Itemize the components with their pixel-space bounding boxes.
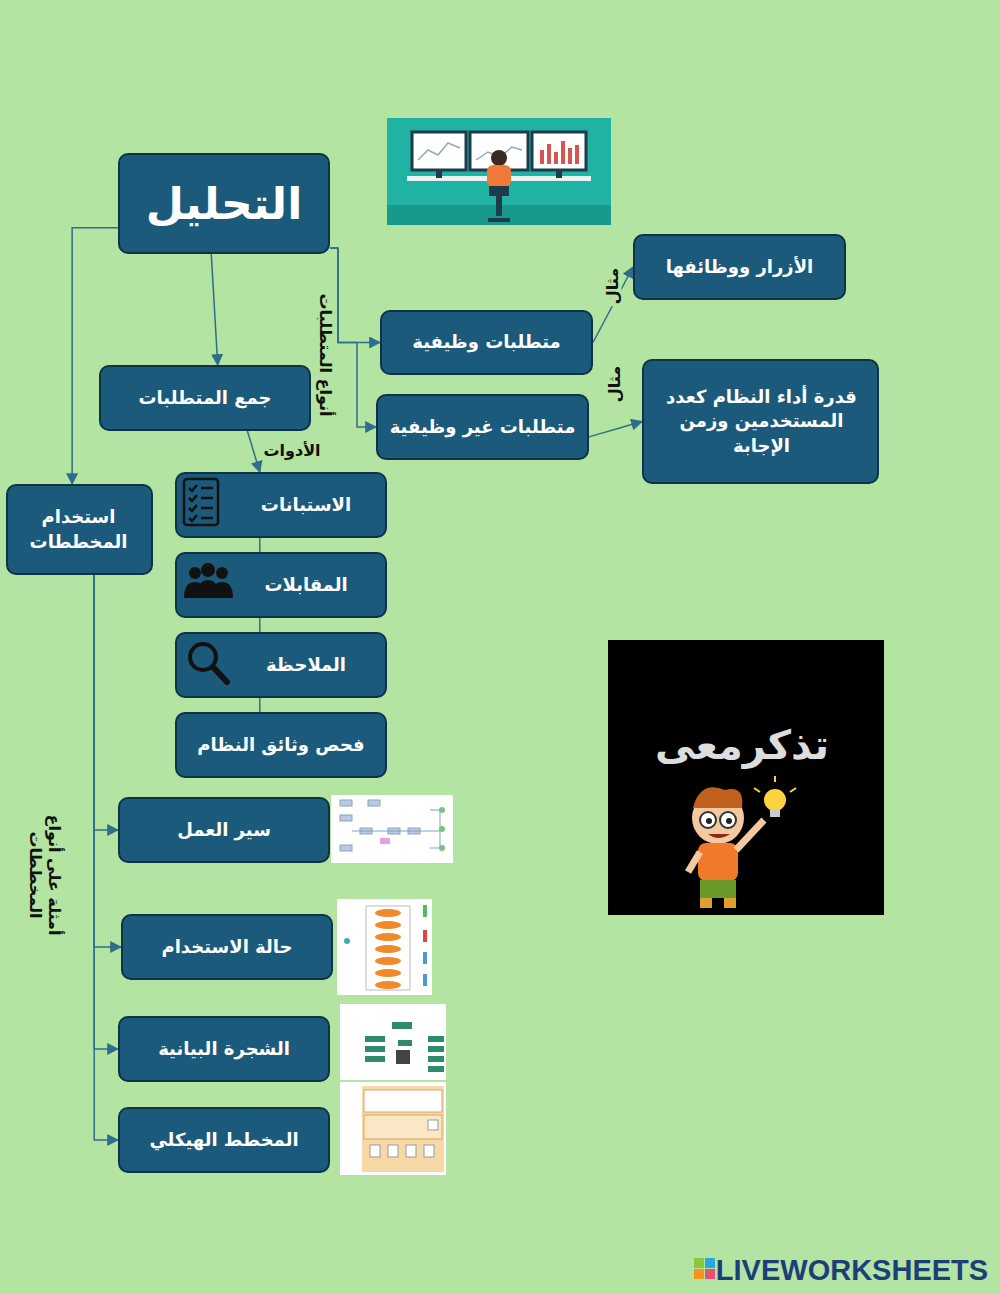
connector — [259, 698, 261, 712]
connector — [94, 575, 118, 1049]
use-case-thumbnail — [337, 899, 432, 995]
connector — [259, 618, 261, 632]
group-label: أنواع المتطلبات — [316, 294, 335, 417]
process-box: جمع المتطلبات — [99, 365, 311, 431]
process-box: قدرة أداء النظام كعدد المستخدمين وزمن ال… — [642, 359, 879, 484]
connector — [94, 575, 121, 947]
watermark: LIVEWORKSHEETS — [716, 1254, 988, 1287]
panel-caption: تذكرمعى — [655, 722, 829, 768]
process-box: المقابلات — [175, 552, 387, 618]
checklist-icon — [184, 479, 218, 525]
box-label: الشجرة البيانية — [158, 1037, 290, 1061]
connector — [72, 228, 118, 484]
process-box: حالة الاستخدام — [121, 914, 333, 980]
process-box: المخطط الهيكلي — [118, 1107, 330, 1173]
process-box: متطلبات وظيفية — [380, 310, 593, 375]
structure-thumbnail — [340, 1082, 446, 1175]
box-label: المخطط الهيكلي — [149, 1128, 298, 1152]
box-label: جمع المتطلبات — [138, 386, 271, 410]
process-box: فحص وثائق النظام — [175, 712, 387, 778]
process-box: الأزرار ووظائفها — [633, 234, 846, 300]
edge-label: الأدوات — [261, 441, 322, 460]
box-label: الاستبانات — [261, 493, 351, 517]
box-label: الملاحظة — [266, 653, 346, 677]
process-box: الشجرة البيانية — [118, 1016, 330, 1082]
process-box: الملاحظة — [175, 632, 387, 698]
connector — [589, 422, 642, 437]
box-label: الأزرار ووظائفها — [666, 255, 814, 279]
analyst-illustration — [387, 118, 611, 225]
box-label: قدرة أداء النظام كعدد المستخدمين وزمن ال… — [656, 385, 867, 458]
connector — [94, 575, 118, 830]
box-label: متطلبات وظيفية — [412, 330, 561, 354]
process-box: استخدام المخططات — [6, 484, 153, 575]
connector — [247, 431, 259, 472]
data-tree-thumbnail — [340, 1004, 446, 1080]
box-label: المقابلات — [264, 573, 347, 597]
root-box: التحليل — [118, 153, 330, 254]
process-box: متطلبات غير وظيفية — [376, 394, 589, 460]
box-label: حالة الاستخدام — [161, 935, 292, 959]
edge-label: مثال — [603, 266, 622, 306]
magnifier-icon — [190, 644, 227, 682]
process-box: سير العمل — [118, 797, 330, 863]
people-icon — [184, 563, 233, 598]
group-label: أمثلة على أنواع المخططات — [26, 800, 64, 950]
connector — [94, 575, 118, 1140]
box-label: متطلبات غير وظيفية — [390, 415, 576, 439]
box-label: استخدام المخططات — [16, 505, 141, 554]
connector — [211, 254, 217, 365]
edge-label: مثال — [605, 364, 624, 404]
box-label: سير العمل — [177, 818, 271, 842]
box-label: التحليل — [146, 174, 302, 233]
workflow-thumbnail — [331, 795, 453, 863]
box-label: فحص وثائق النظام — [197, 733, 364, 757]
connector — [259, 538, 261, 552]
logo-squares — [694, 1258, 715, 1279]
connector — [330, 248, 376, 427]
reminder-panel — [608, 640, 884, 915]
process-box: الاستبانات — [175, 472, 387, 538]
